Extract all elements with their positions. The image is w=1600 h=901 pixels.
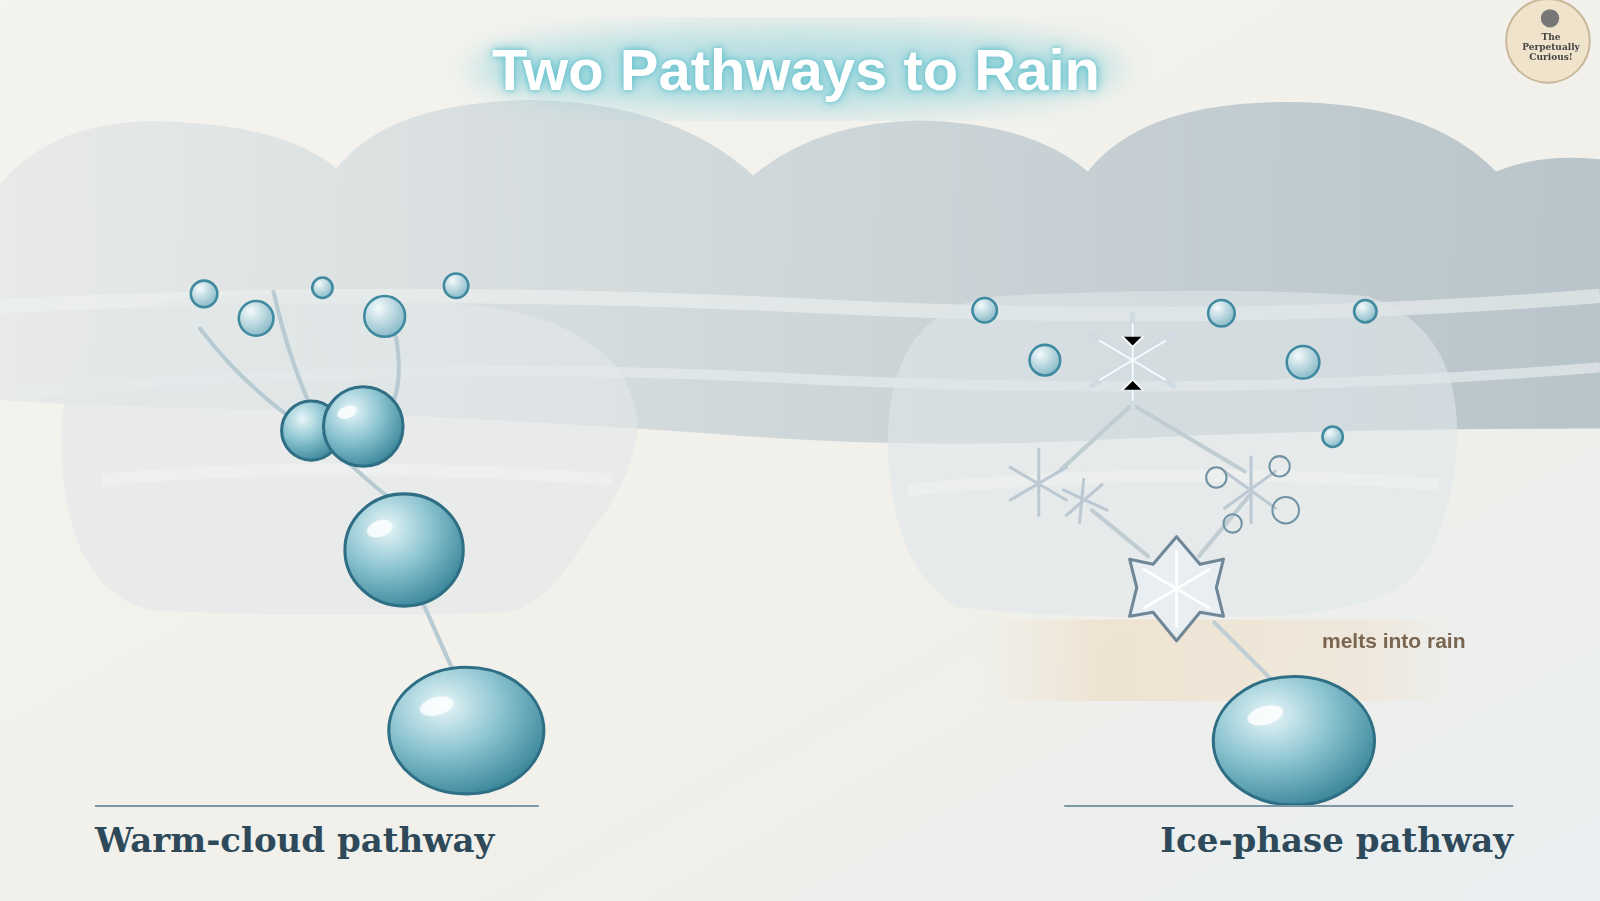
annotation-label: melts into rain (1322, 629, 1466, 653)
pathway-caption: Ice-phase pathway (1160, 820, 1513, 860)
diagram-title: Two Pathways to Rain (492, 36, 1100, 103)
logo-watermark: The Perpetually Curious! (1521, 33, 1581, 63)
pathway-caption: Warm-cloud pathway (95, 820, 494, 860)
